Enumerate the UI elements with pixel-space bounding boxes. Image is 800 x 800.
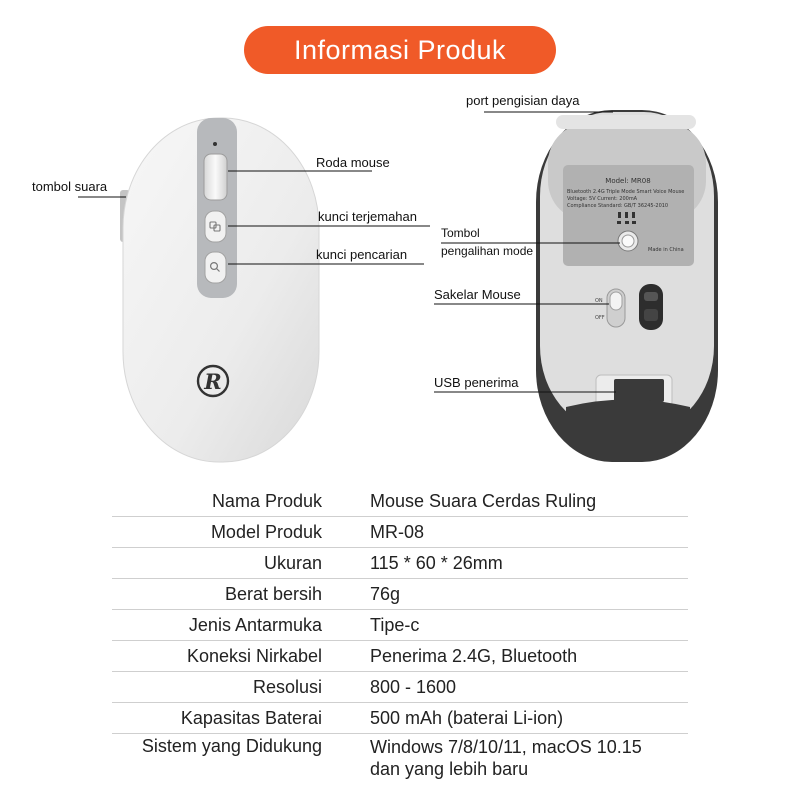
svg-text:Bluetooth 2.4G Triple Mode Sma: Bluetooth 2.4G Triple Mode Smart Voice M… <box>567 189 684 195</box>
callout-charging-port: port pengisian daya <box>466 93 580 108</box>
spec-value: Mouse Suara Cerdas Ruling <box>370 490 597 511</box>
spec-value: Windows 7/8/10/11, macOS 10.15 dan yang … <box>370 734 688 789</box>
callout-sound-button: tombol suara <box>32 179 108 194</box>
callout-search-key: kunci pencarian <box>316 247 408 262</box>
svg-text:OFF: OFF <box>595 315 605 321</box>
mode-indicator-icons <box>617 212 636 224</box>
table-row: Model Produk MR-08 <box>112 517 688 548</box>
callout-lines-right <box>434 111 620 393</box>
mouse-bottom-view: Model: MR08 Bluetooth 2.4G Triple Mode S… <box>536 110 718 462</box>
spec-table: Nama Produk Mouse Suara Cerdas Ruling Mo… <box>112 486 688 788</box>
spec-value: 800 - 1600 <box>370 676 457 697</box>
callout-translate-key: kunci terjemahan <box>318 209 417 224</box>
spec-label: Koneksi Nirkabel <box>186 645 322 666</box>
table-row: Kapasitas Baterai 500 mAh (baterai Li-io… <box>112 703 688 734</box>
table-row: Ukuran 115 * 60 * 26mm <box>112 548 688 579</box>
table-row: Jenis Antarmuka Tipe-c <box>112 610 688 641</box>
spec-value: 500 mAh (baterai Li-ion) <box>370 707 564 728</box>
spec-label: Nama Produk <box>211 490 322 511</box>
callout-usb-receiver: USB penerima <box>434 375 519 390</box>
svg-text:Voltage: 5V Current: 200mA: Voltage: 5V Current: 200mA <box>567 196 638 202</box>
spec-label: Jenis Antarmuka <box>188 614 322 635</box>
svg-text:Made in China: Made in China <box>648 247 684 253</box>
table-row: Sistem yang Didukung Windows 7/8/10/11, … <box>112 734 688 789</box>
table-row: Koneksi Nirkabel Penerima 2.4G, Bluetoot… <box>112 641 688 672</box>
spec-value: MR-08 <box>370 521 425 542</box>
callout-lines-left <box>78 170 430 265</box>
svg-text:Compliance Standard: GB/T 3624: Compliance Standard: GB/T 36245-2010 <box>567 203 668 209</box>
svg-text:R: R <box>203 369 221 394</box>
spec-value-line2: dan yang lebih baru <box>370 759 529 779</box>
spec-value-line1: Windows 7/8/10/11, macOS 10.15 <box>370 737 642 757</box>
indicator-light <box>213 142 217 146</box>
svg-text:ON: ON <box>595 298 603 304</box>
product-illustration: R Model: MR08 Bluetooth 2.4G Triple Mode… <box>78 110 718 463</box>
spec-label: Model Produk <box>210 521 322 542</box>
callout-power-switch: Sakelar Mouse <box>434 287 521 302</box>
label-plate <box>563 165 694 266</box>
spec-value: 76g <box>370 583 401 604</box>
spec-value: Penerima 2.4G, Bluetooth <box>370 645 578 666</box>
table-row: Nama Produk Mouse Suara Cerdas Ruling <box>112 486 688 517</box>
optical-sensor <box>639 284 663 330</box>
spec-label: Berat bersih <box>224 583 322 604</box>
spec-value: 115 * 60 * 26mm <box>370 552 503 573</box>
callout-scroll-wheel: Roda mouse <box>316 155 390 170</box>
brand-logo-icon: R <box>196 364 230 398</box>
spec-value: Tipe-c <box>370 614 420 635</box>
translate-icon <box>209 221 221 232</box>
spec-label: Ukuran <box>263 552 322 573</box>
usb-receiver <box>614 379 664 402</box>
search-icon <box>210 262 220 272</box>
spec-label: Kapasitas Baterai <box>180 707 322 728</box>
table-row: Berat bersih 76g <box>112 579 688 610</box>
svg-text:Model: MR08: Model: MR08 <box>605 177 650 185</box>
page-title: Informasi Produk <box>244 26 556 74</box>
search-key <box>204 251 227 284</box>
mouse-top-view: R <box>120 117 320 463</box>
spec-label: Resolusi <box>252 676 322 697</box>
scroll-wheel <box>203 153 228 201</box>
table-row: Resolusi 800 - 1600 <box>112 672 688 703</box>
spec-label: Sistem yang Didukung <box>141 736 322 756</box>
callout-mode-switch-2: pengalihan mode <box>441 244 534 258</box>
callout-mode-switch-1: Tombol <box>441 226 480 240</box>
